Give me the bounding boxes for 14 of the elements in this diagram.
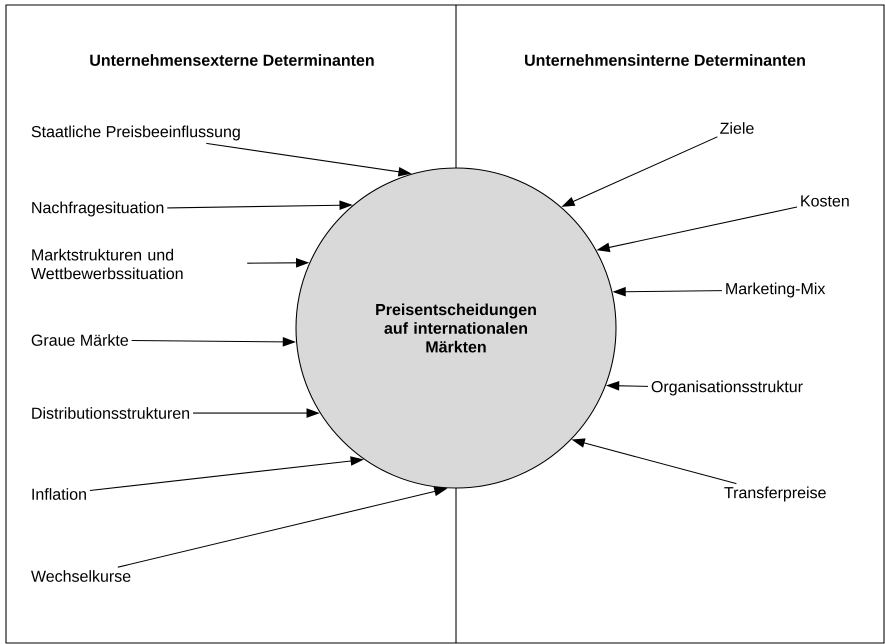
factor-text: Marketing-Mix — [726, 282, 826, 298]
factor-text: Kosten — [801, 195, 849, 207]
factor-text: Distributionsstrukturen — [32, 407, 190, 419]
factor-text: Transferpreise — [724, 486, 826, 502]
factor-text: Graue Märkte — [32, 334, 128, 346]
factor-text: Ziele — [720, 122, 754, 134]
factor-text: Staatliche Preisbeeinflussung — [32, 126, 240, 140]
column-heading: Unternehmensexterne Determinanten — [90, 54, 374, 66]
column-heading: Unternehmensinterne Determinanten — [525, 54, 805, 66]
factor-text: Nachfragesituation — [32, 202, 164, 216]
factor-text: Organisationsstruktur — [652, 380, 803, 396]
factor-text: Inflation — [32, 488, 86, 500]
factor-text: Marktstrukturen und Wettbewerbssituation — [31, 248, 183, 280]
factor-text: Wechselkurse — [31, 570, 130, 582]
